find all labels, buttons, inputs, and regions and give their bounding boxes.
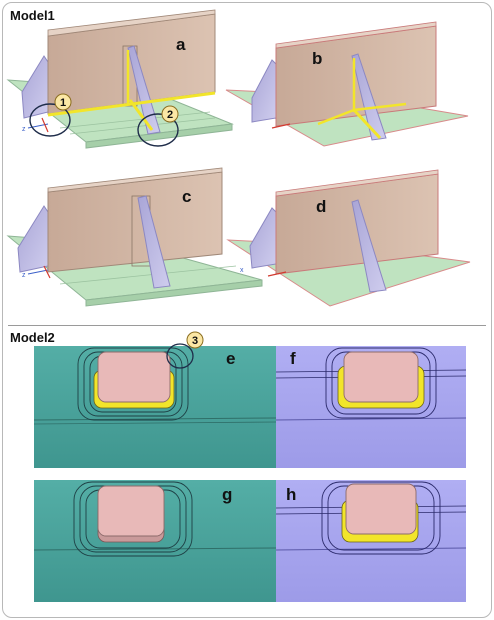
callout-1-circle: [29, 103, 71, 137]
panel-b: b: [225, 21, 469, 147]
left-gusset: [249, 207, 277, 269]
surface-edge: [33, 547, 277, 551]
center-gusset: [351, 199, 387, 293]
panel-c: z c: [6, 167, 263, 307]
callout-2-number: 2: [167, 109, 173, 121]
axis-z-label: z: [22, 126, 26, 133]
pad: [345, 483, 417, 535]
center-gusset: [351, 53, 387, 141]
surface-edge: [275, 547, 467, 551]
panel-a: z 1 2 a: [6, 9, 234, 149]
left-gusset: [251, 59, 277, 123]
callout-3-badge: [186, 331, 204, 349]
callout-2-badge: [161, 105, 179, 123]
model2-label: Model2: [10, 330, 55, 345]
axis-marker: [271, 123, 291, 129]
callout-3-number: 3: [192, 335, 198, 347]
axis-z-label: z: [22, 272, 26, 279]
panel-label-f: f: [290, 349, 296, 368]
axis-x: [27, 269, 49, 275]
contour-lines: [73, 481, 193, 557]
panel-e: 3 e: [33, 331, 277, 468]
pad: [343, 351, 419, 403]
model1-label: Model1: [10, 8, 55, 23]
panel-label-d: d: [316, 197, 326, 216]
panel-f: f: [275, 346, 467, 468]
pad: [97, 485, 165, 537]
axis-y: [41, 117, 49, 133]
panel-g: g: [33, 480, 277, 602]
callout-1-badge: [54, 93, 72, 111]
plate-edge: [85, 123, 233, 149]
contour-lines: [77, 347, 189, 421]
pad: [97, 351, 171, 403]
panel-label-h: h: [286, 485, 296, 504]
weld-seam: [317, 102, 407, 126]
wall-top-edge: [47, 9, 216, 37]
axis-y: [43, 265, 51, 279]
surface-edge: [275, 417, 467, 421]
panel-label-c: c: [182, 187, 191, 206]
center-gusset: [127, 45, 161, 135]
axis-x-label: x: [240, 267, 244, 274]
panel-label-e: e: [226, 349, 235, 368]
panel-label-b: b: [312, 49, 322, 68]
section-divider: [8, 325, 486, 326]
surface-edge: [33, 417, 277, 421]
panel-h: h: [275, 480, 467, 602]
weld-seam-gusset: [128, 99, 154, 131]
weld-seam-gusset: [352, 108, 382, 140]
panel-d: x d: [226, 169, 471, 307]
panel-label-a: a: [176, 35, 186, 54]
axis-marker: [267, 271, 287, 277]
callout-3-circle: [166, 343, 194, 369]
panel-label-g: g: [222, 485, 232, 504]
center-gusset: [137, 195, 171, 289]
callout-1-number: 1: [60, 97, 66, 109]
callout-2-circle: [137, 113, 179, 147]
